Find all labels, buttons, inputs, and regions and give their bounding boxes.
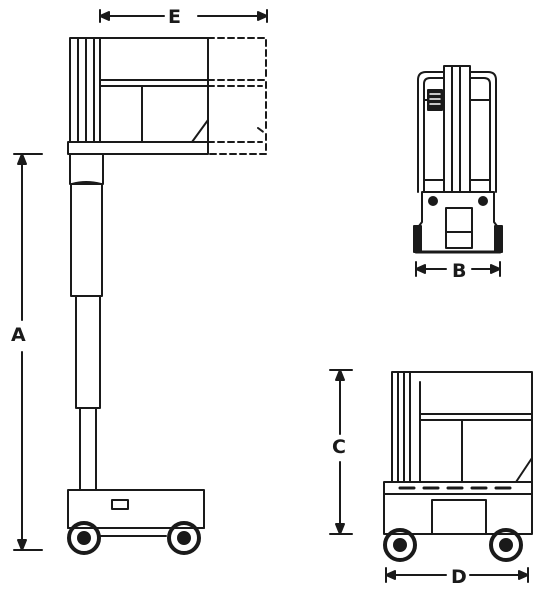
dimension-b-line — [415, 261, 501, 277]
stowed-wheel-front — [383, 528, 417, 562]
dimension-d-line — [385, 567, 529, 583]
stowed-view — [329, 369, 533, 583]
platform-basket — [69, 37, 209, 143]
dimension-label-b: B — [450, 260, 469, 282]
stowed-wheel-rear — [489, 528, 523, 562]
side-wheel-front — [67, 521, 101, 555]
dimension-label-c: C — [330, 436, 348, 458]
front-view — [413, 65, 503, 277]
dimension-label-d: D — [449, 566, 469, 588]
dimension-label-e: E — [166, 6, 183, 28]
control-box — [427, 89, 443, 111]
platform-floor — [67, 141, 209, 155]
side-view — [13, 9, 268, 555]
mast — [69, 153, 104, 491]
dimension-a-line — [13, 153, 43, 551]
extension-deck — [207, 37, 267, 155]
dimension-e-line — [99, 9, 268, 23]
side-wheel-rear — [167, 521, 201, 555]
side-chassis — [67, 489, 205, 537]
dimension-c-line — [329, 369, 353, 535]
dimension-label-a: A — [9, 324, 28, 346]
